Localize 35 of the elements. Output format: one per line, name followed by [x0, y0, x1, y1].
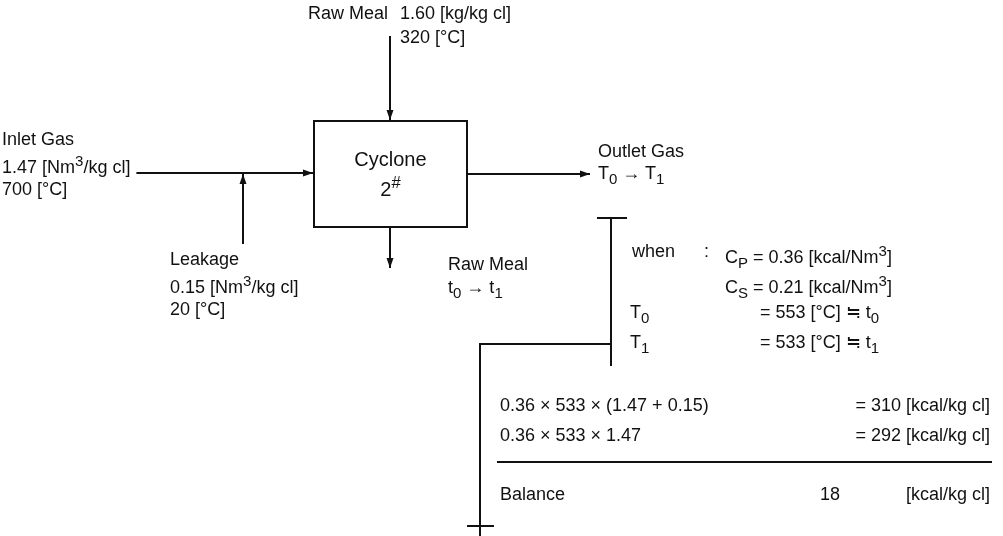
calculation: 0.36 × 533 × (1.47 + 0.15)	[500, 394, 709, 416]
symbol: T$_{0}$	[630, 301, 650, 328]
symbol: T$_{1}$	[630, 331, 650, 358]
specific-heat: C$_{S}$ = 0.21 [kcal/Nm$^{3}$]	[725, 271, 892, 303]
flow-value: 1.47 [Nm$^{3}$/kg cl]	[2, 151, 131, 178]
result-value: = 310 [kcal/kg cl]	[855, 394, 990, 416]
temperature-value: = 553 [°C] ≒ t$_{0}$	[760, 301, 880, 328]
result-value: = 292 [kcal/kg cl]	[855, 424, 990, 446]
temperature-change: t$_{0}$ → t$_{1}$	[448, 276, 503, 303]
temperature-change: T$_{0}$ → T$_{1}$	[598, 162, 665, 189]
stream-label: Outlet Gas	[598, 140, 685, 162]
specific-heat: C$_{P}$ = 0.36 [kcal/Nm$^{3}$]	[725, 241, 892, 273]
arrow	[467, 170, 591, 178]
unit-name: Cyclone 2$^{#}$	[353, 147, 428, 201]
unit-label: [kcal/kg cl]	[905, 483, 990, 505]
balance-label: Balance	[500, 483, 566, 505]
process-box	[313, 120, 468, 228]
arrow	[386, 227, 394, 269]
temperature-value: 700 [°C]	[2, 178, 68, 200]
arrow	[239, 173, 247, 245]
arrow	[386, 35, 394, 121]
flow-value: 0.15 [Nm$^{3}$/kg cl]	[170, 271, 299, 298]
temperature-value: = 533 [°C] ≒ t$_{1}$	[760, 331, 880, 358]
calculation: 0.36 × 533 × 1.47	[500, 424, 642, 446]
temperature-value: 20 [°C]	[170, 298, 226, 320]
temperature-value: 320 [°C]	[400, 26, 466, 48]
flow-value: 1.60 [kg/kg cl]	[400, 2, 512, 24]
balance-value: 18	[820, 483, 841, 505]
stream-label: Raw Meal	[448, 253, 529, 275]
stream-label: Leakage	[170, 248, 240, 270]
stream-label: Raw Meal	[308, 2, 389, 24]
arrow	[242, 169, 314, 177]
stream-label: Inlet Gas	[2, 128, 75, 150]
condition-label: when	[632, 240, 676, 262]
separator: :	[704, 240, 709, 262]
